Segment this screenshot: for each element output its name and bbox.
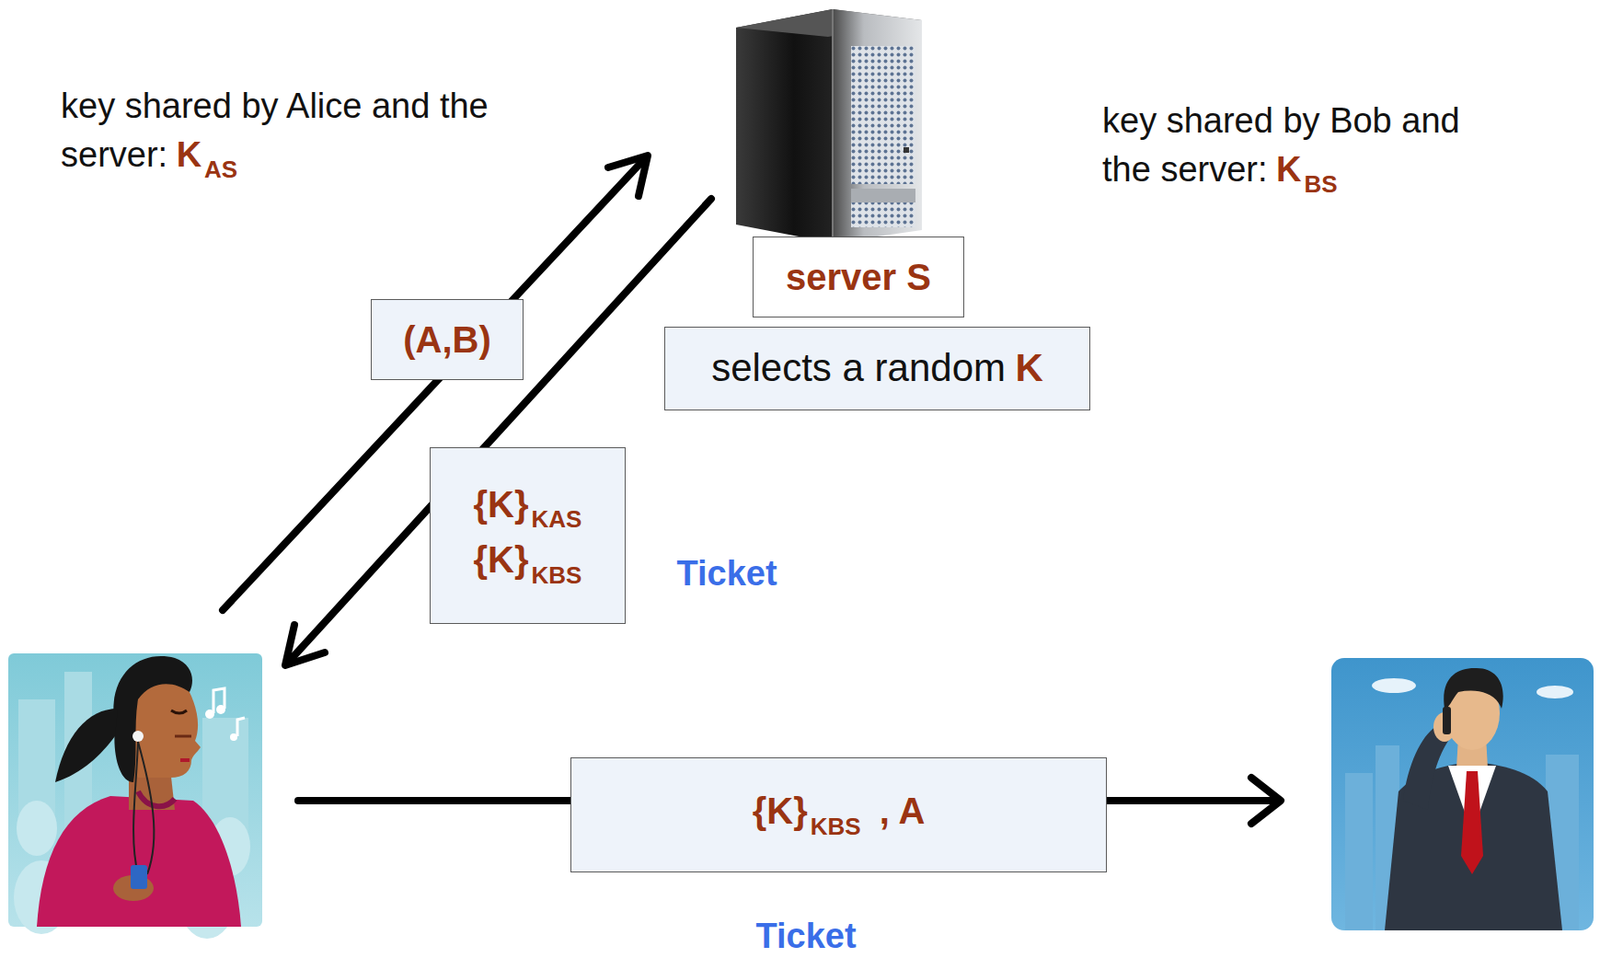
text-row: {K}KAS xyxy=(473,480,583,536)
box-text: {K} xyxy=(473,539,530,580)
key-symbol: K xyxy=(1276,149,1301,189)
key-symbol: K xyxy=(176,135,202,174)
text-block: (A,B) xyxy=(402,315,492,364)
text-block: {K}KBS , A xyxy=(752,786,926,842)
server-name-box: server S xyxy=(752,236,965,318)
box-text: server S xyxy=(785,256,932,298)
text-row: {K}KBS , A xyxy=(752,786,926,842)
message-box: (A,B) xyxy=(370,299,524,380)
ticket-label: Ticket xyxy=(644,555,810,591)
key-subscript: AS xyxy=(204,155,238,184)
bob-figure xyxy=(1331,657,1594,931)
box-text: K xyxy=(1014,345,1043,390)
message-arrow xyxy=(222,155,1281,824)
alice-figure xyxy=(8,653,263,939)
text-row: {K}KBS xyxy=(473,535,583,591)
key-subscript: KAS xyxy=(531,505,583,533)
text-row: (A,B) xyxy=(402,315,492,364)
ticket-label: Ticket xyxy=(676,553,777,593)
text-row: selects a randomK xyxy=(711,343,1044,394)
server-icon xyxy=(736,9,922,243)
ticket-box: {K}KBS , A xyxy=(570,757,1107,873)
ticket-label: Ticket xyxy=(713,918,898,954)
key-subscript: KBS xyxy=(810,812,862,841)
text-block: selects a randomK xyxy=(711,343,1044,394)
text-block: server S xyxy=(785,253,932,301)
key-subscript: KBS xyxy=(531,561,583,589)
key-note: key shared by Bob and the server:KBS xyxy=(1102,96,1508,201)
box-text: selects a random xyxy=(711,345,1006,390)
note-text: key shared by Alice and the server: xyxy=(60,86,489,174)
action-box: selects a randomK xyxy=(664,326,1091,411)
box-text: {K} xyxy=(473,483,530,525)
text-row: server S xyxy=(785,253,932,301)
box-text: (A,B) xyxy=(402,319,492,360)
message-box: {K}KAS{K}KBS xyxy=(429,447,626,624)
box-text: {K} xyxy=(752,790,808,831)
ticket-label: Ticket xyxy=(755,916,856,956)
box-text: , A xyxy=(879,790,926,831)
key-note: key shared by Alice and the server:KAS xyxy=(60,81,503,186)
text-block: {K}KAS{K}KBS xyxy=(473,480,583,592)
key-subscript: BS xyxy=(1303,170,1337,198)
